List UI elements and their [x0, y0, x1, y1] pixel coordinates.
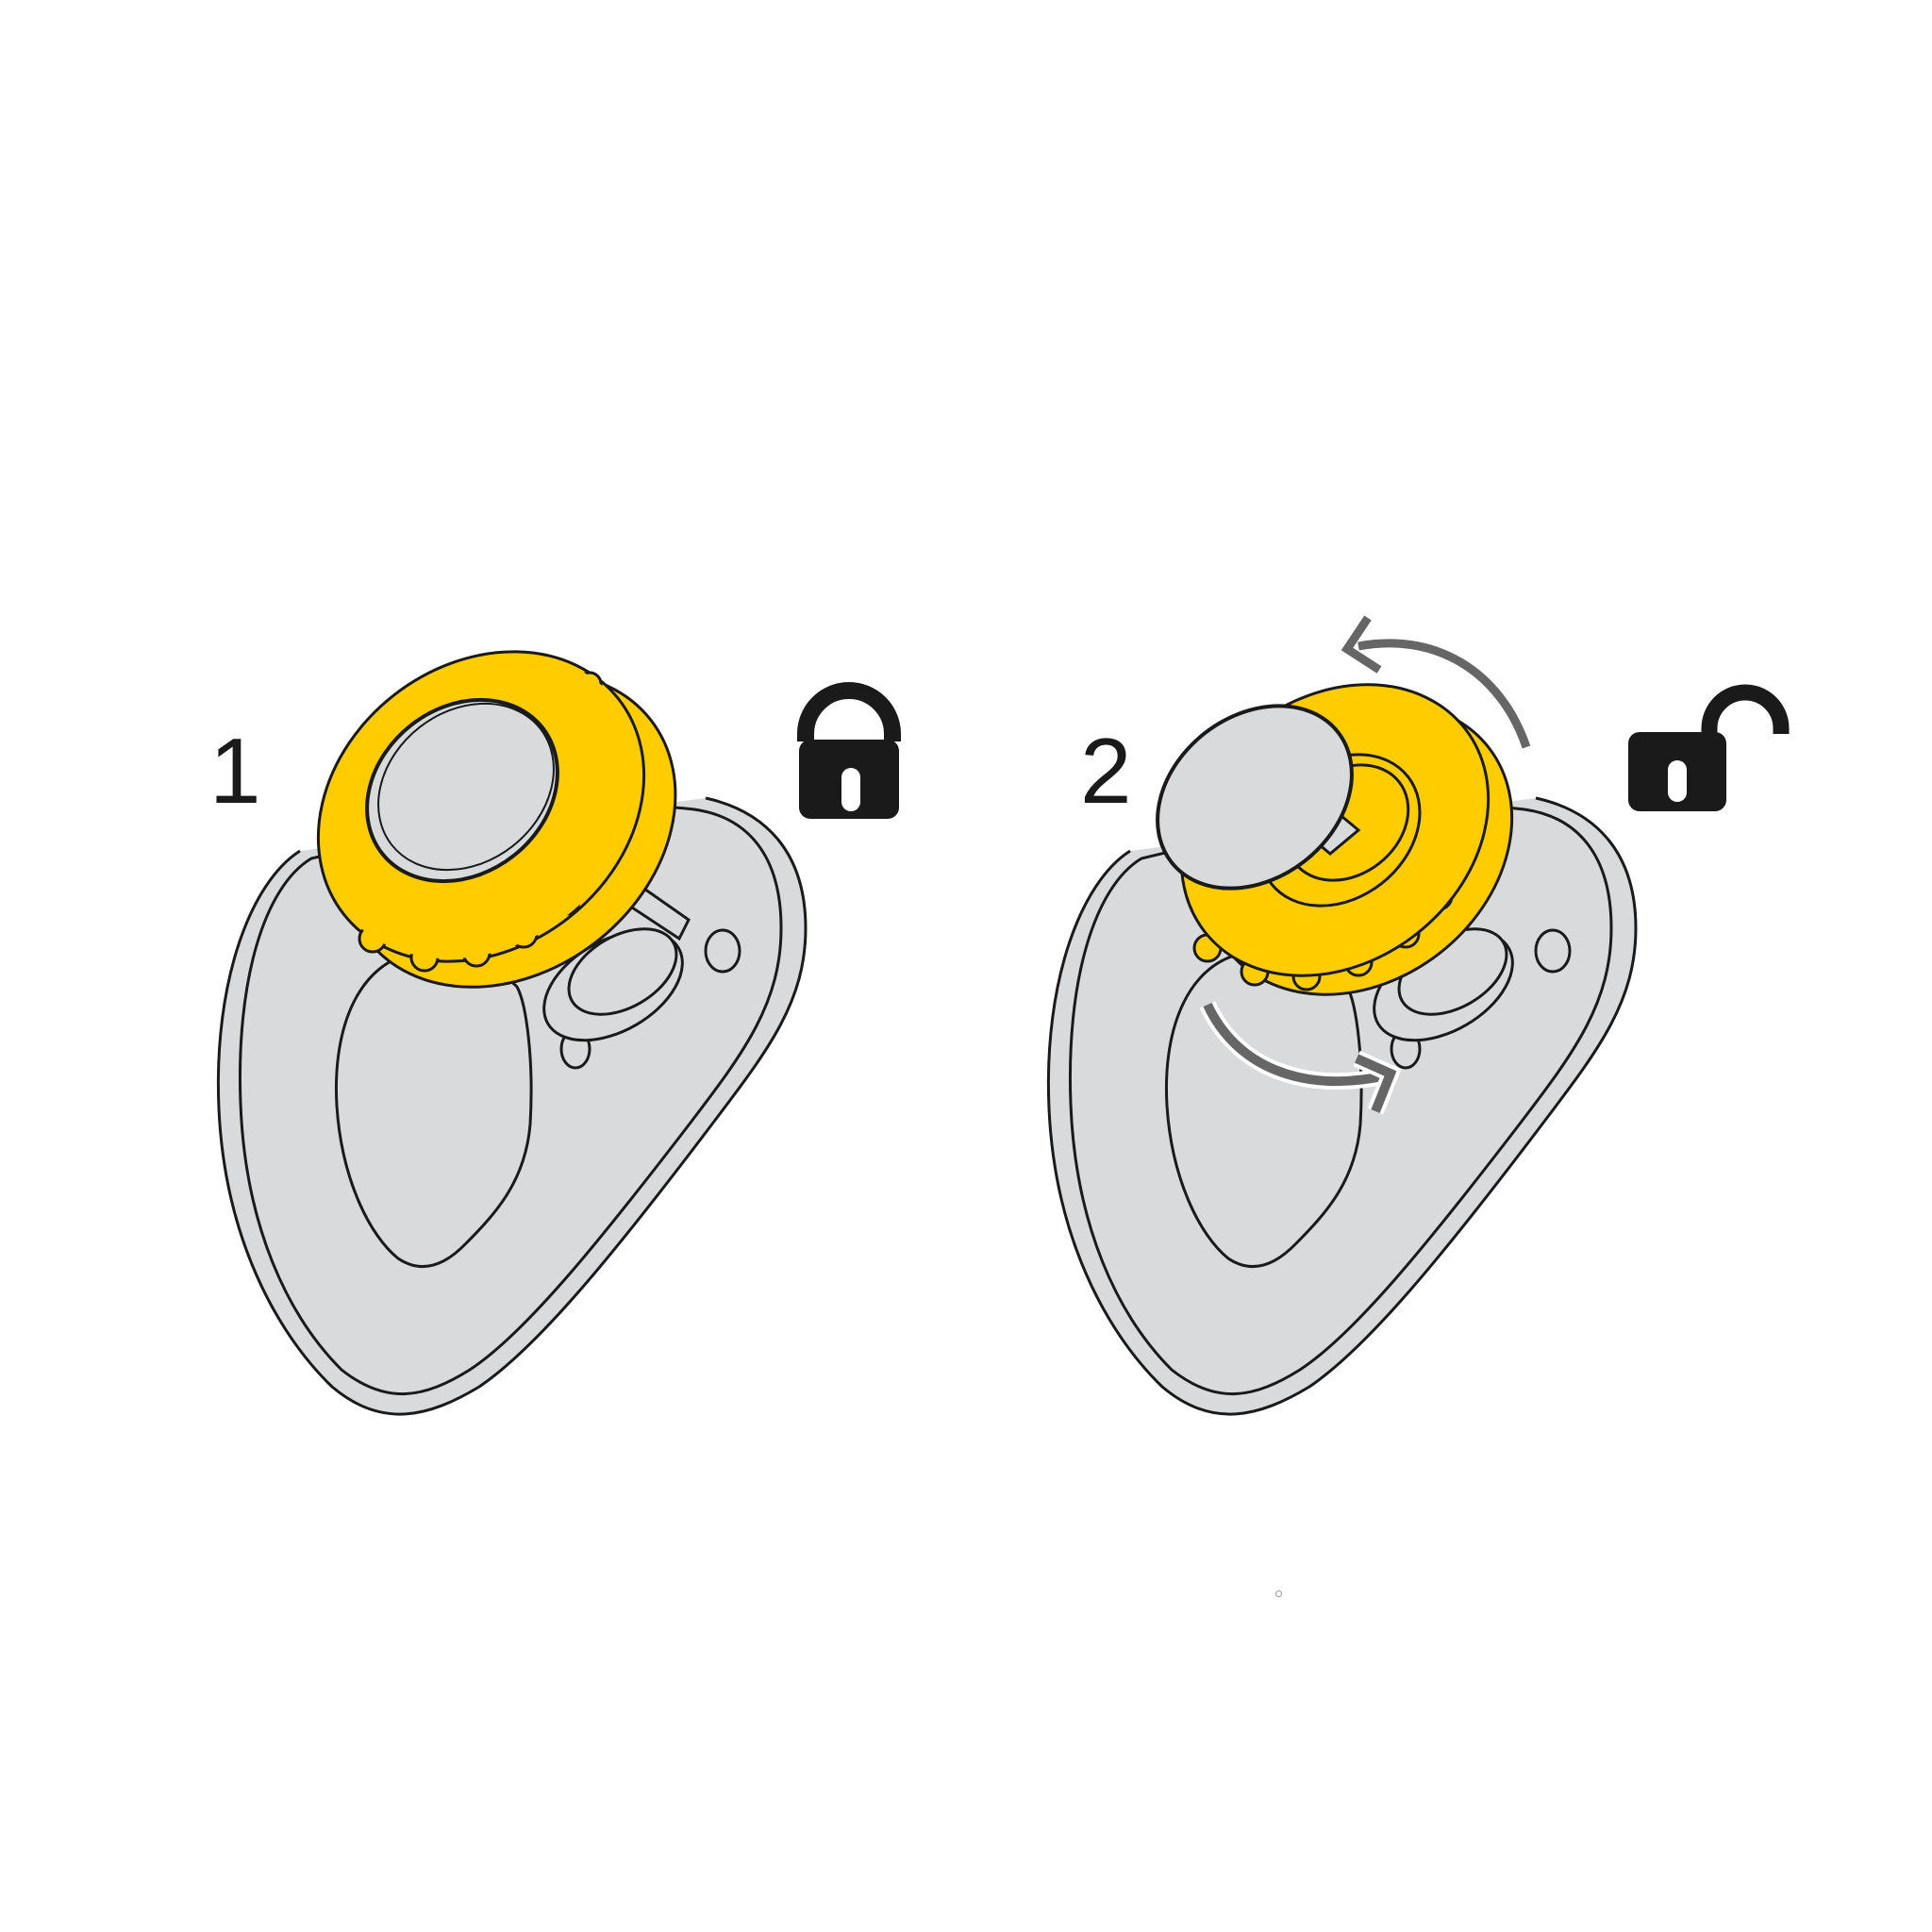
bolt-hole	[1534, 928, 1572, 974]
stray-mark	[1275, 1591, 1282, 1597]
step-2-illustration	[1046, 615, 1790, 1416]
lock-closed-icon	[797, 682, 901, 819]
knurled-knob	[316, 650, 646, 973]
knob-cap	[365, 697, 559, 884]
rotate-counterclockwise-arrowhead	[1341, 615, 1382, 674]
knob-cap	[1156, 704, 1354, 891]
step-1-illustration	[216, 650, 901, 1416]
step-number-1: 1	[209, 719, 261, 823]
rotate-counterclockwise-arrow	[1357, 639, 1531, 749]
step-number-2: 2	[1080, 719, 1132, 823]
stud-base	[542, 884, 691, 1042]
lock-open-icon	[1628, 684, 1790, 811]
knurled-knob	[1156, 683, 1491, 991]
bolt-hole	[704, 928, 741, 974]
